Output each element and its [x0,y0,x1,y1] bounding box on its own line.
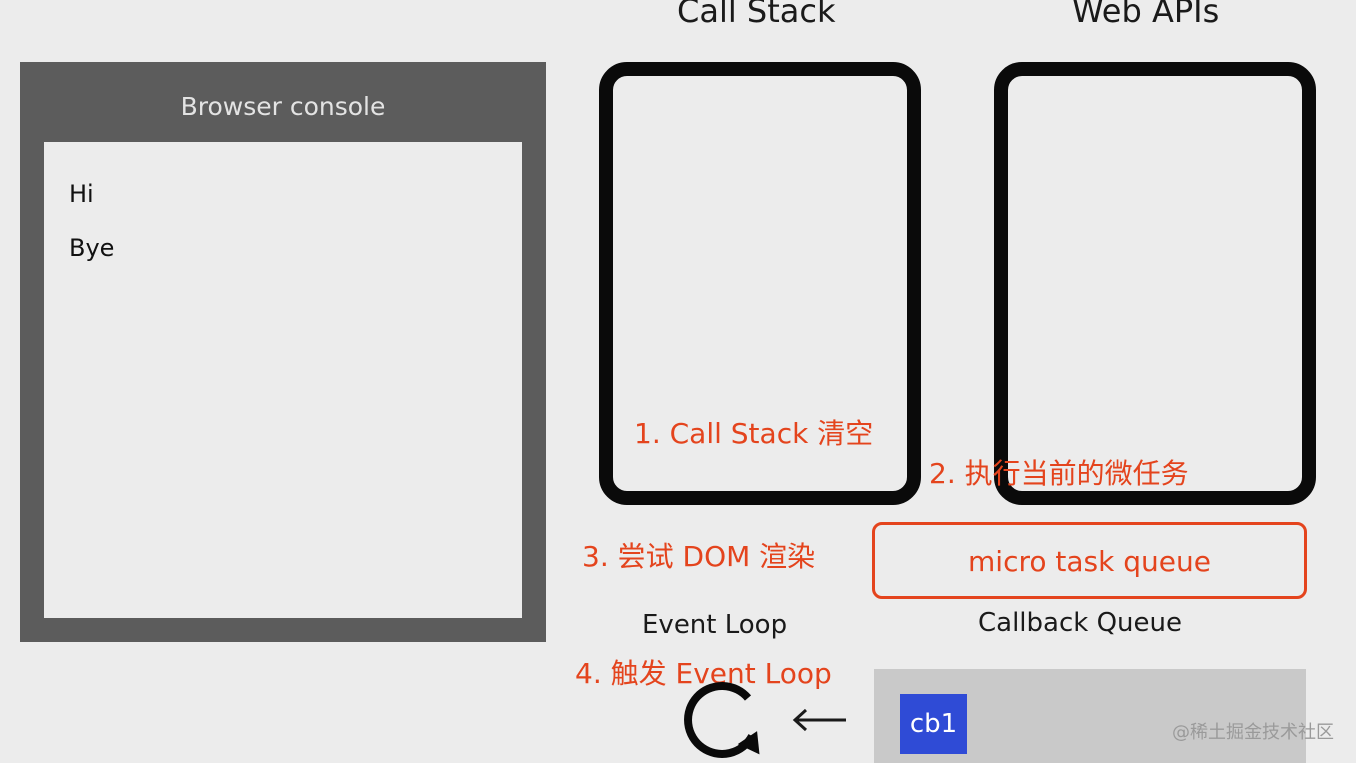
browser-console: Browser console Hi Bye [20,62,546,642]
web-apis-title: Web APIs [1072,0,1220,30]
call-stack-panel [599,62,921,505]
micro-task-queue: micro task queue [872,522,1307,599]
callback-item-cb1: cb1 [900,694,967,754]
watermark: @稀土掘金技术社区 [1172,722,1334,743]
left-arrow-icon [792,708,846,732]
step-3-annotation: 3. 尝试 DOM 渲染 [582,540,816,573]
micro-task-queue-label: micro task queue [968,545,1211,578]
event-loop-label: Event Loop [642,610,788,640]
call-stack-title: Call Stack [677,0,836,30]
callback-queue: cb1 [874,669,1306,763]
console-output: Hi Bye [44,142,522,618]
callback-queue-label: Callback Queue [978,608,1183,638]
console-line: Bye [69,234,115,262]
step-2-annotation: 2. 执行当前的微任务 [929,457,1189,490]
loop-arrow-icon [684,681,760,758]
browser-console-title: Browser console [180,92,386,121]
step-1-annotation: 1. Call Stack 清空 [634,417,874,450]
step-4-annotation: 4. 触发 Event Loop [575,657,832,690]
console-line: Hi [69,180,94,208]
web-apis-panel [994,62,1316,505]
